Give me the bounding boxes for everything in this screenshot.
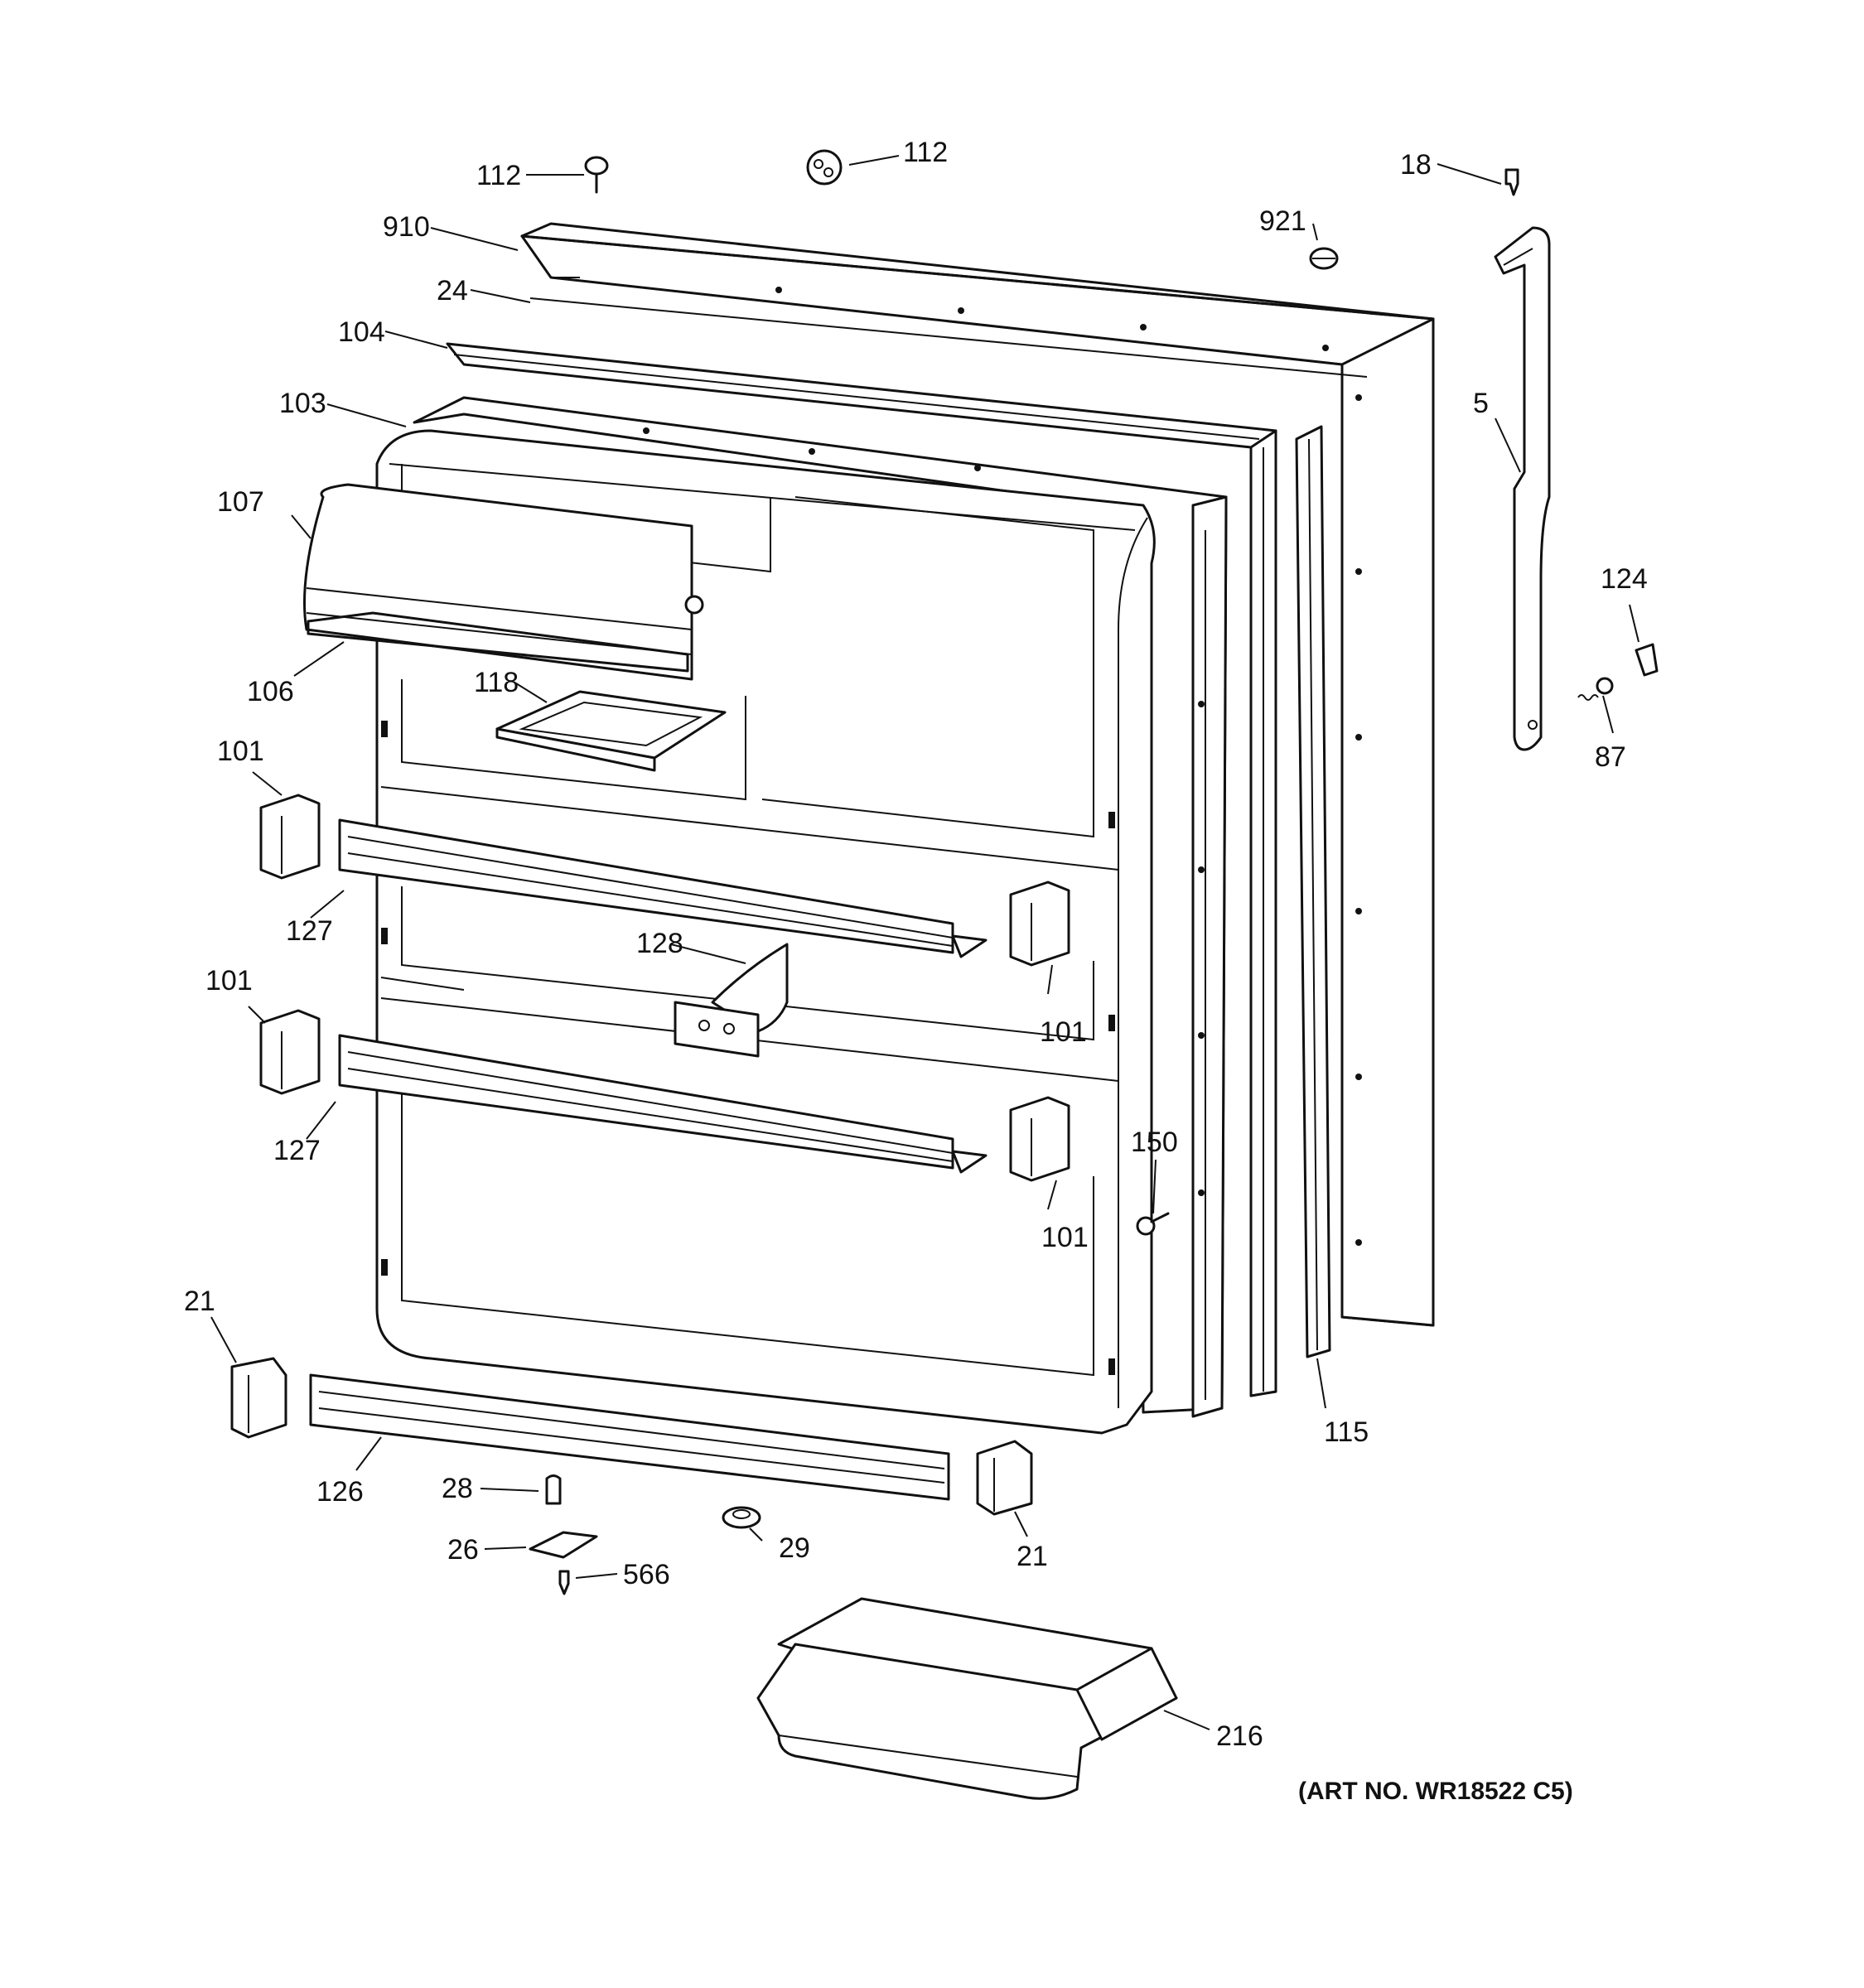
door-outer-panel: [520, 222, 1435, 1327]
shelf-bar-lower: [338, 1034, 988, 1174]
callout-566: 566: [623, 1559, 670, 1590]
dairy-compartment-door: [303, 483, 704, 681]
callout-124: 124: [1601, 563, 1648, 595]
bottom-trim-rail: [309, 1373, 950, 1501]
callout-104: 104: [338, 316, 385, 348]
callout-5: 5: [1473, 388, 1489, 419]
handle-screw: [1504, 168, 1519, 196]
callout-101-right-upper: 101: [1040, 1016, 1087, 1048]
callout-112-screw: 112: [476, 160, 521, 191]
callout-24: 24: [437, 275, 468, 306]
lower-hinge-left: [230, 1357, 287, 1439]
top-plug: [806, 149, 843, 186]
leader-lines: [210, 155, 1639, 1730]
shelf-bar-upper: [338, 818, 988, 958]
callout-106: 106: [247, 676, 294, 707]
callout-28: 28: [442, 1473, 473, 1504]
callout-21-left: 21: [184, 1286, 215, 1317]
handle-plug: [1309, 247, 1339, 270]
bottle-retainer: [674, 943, 789, 1058]
door-gasket: [446, 342, 1277, 1397]
callout-87: 87: [1595, 741, 1626, 773]
door-handle: [1494, 226, 1551, 751]
callout-118: 118: [474, 667, 519, 698]
bottom-plate: [529, 1531, 598, 1559]
callout-101-right-lower: 101: [1041, 1222, 1089, 1253]
shelf-end-cap-right-lower: [1009, 1096, 1070, 1182]
callout-26: 26: [447, 1534, 479, 1566]
callout-labels: 112 112 18 910 921 24 104 103 5 107 124 …: [184, 137, 1648, 1805]
callout-910: 910: [383, 211, 430, 243]
callout-150: 150: [1131, 1127, 1178, 1158]
door-inner-body: [375, 429, 1156, 1435]
callout-21-right: 21: [1017, 1541, 1048, 1572]
bottom-pin: [545, 1474, 562, 1505]
door-bin: [756, 1597, 1178, 1800]
handle-bracket-clip: [1635, 643, 1659, 677]
liner-screw: [1136, 1212, 1170, 1236]
callout-112-plug: 112: [903, 137, 948, 168]
callout-128: 128: [636, 928, 683, 959]
callout-29: 29: [779, 1532, 810, 1564]
callout-18: 18: [1400, 149, 1432, 181]
callout-103: 103: [279, 388, 326, 419]
side-trim-strip: [1295, 425, 1331, 1358]
bottom-grommet: [722, 1506, 761, 1529]
shelf-end-cap-left-lower: [259, 1009, 321, 1095]
callout-921: 921: [1259, 205, 1306, 237]
callout-101-left-lower: 101: [205, 965, 253, 996]
callout-127-lower: 127: [273, 1135, 321, 1166]
callout-101-left-upper: 101: [217, 736, 264, 767]
butter-tray: [495, 690, 727, 772]
callout-127-upper: 127: [286, 915, 333, 947]
callout-107: 107: [217, 486, 264, 518]
art-number: (ART NO. WR18522 C5): [1298, 1778, 1573, 1805]
top-screw: [584, 156, 609, 194]
shelf-end-cap-left-upper: [259, 794, 321, 880]
callout-115: 115: [1324, 1416, 1369, 1448]
shelf-end-cap-right-upper: [1009, 881, 1070, 967]
callout-126: 126: [316, 1476, 364, 1508]
callout-216: 216: [1216, 1720, 1263, 1752]
lower-hinge-right: [976, 1440, 1033, 1516]
bottom-screw: [558, 1570, 570, 1595]
small-spring: [1577, 677, 1614, 701]
